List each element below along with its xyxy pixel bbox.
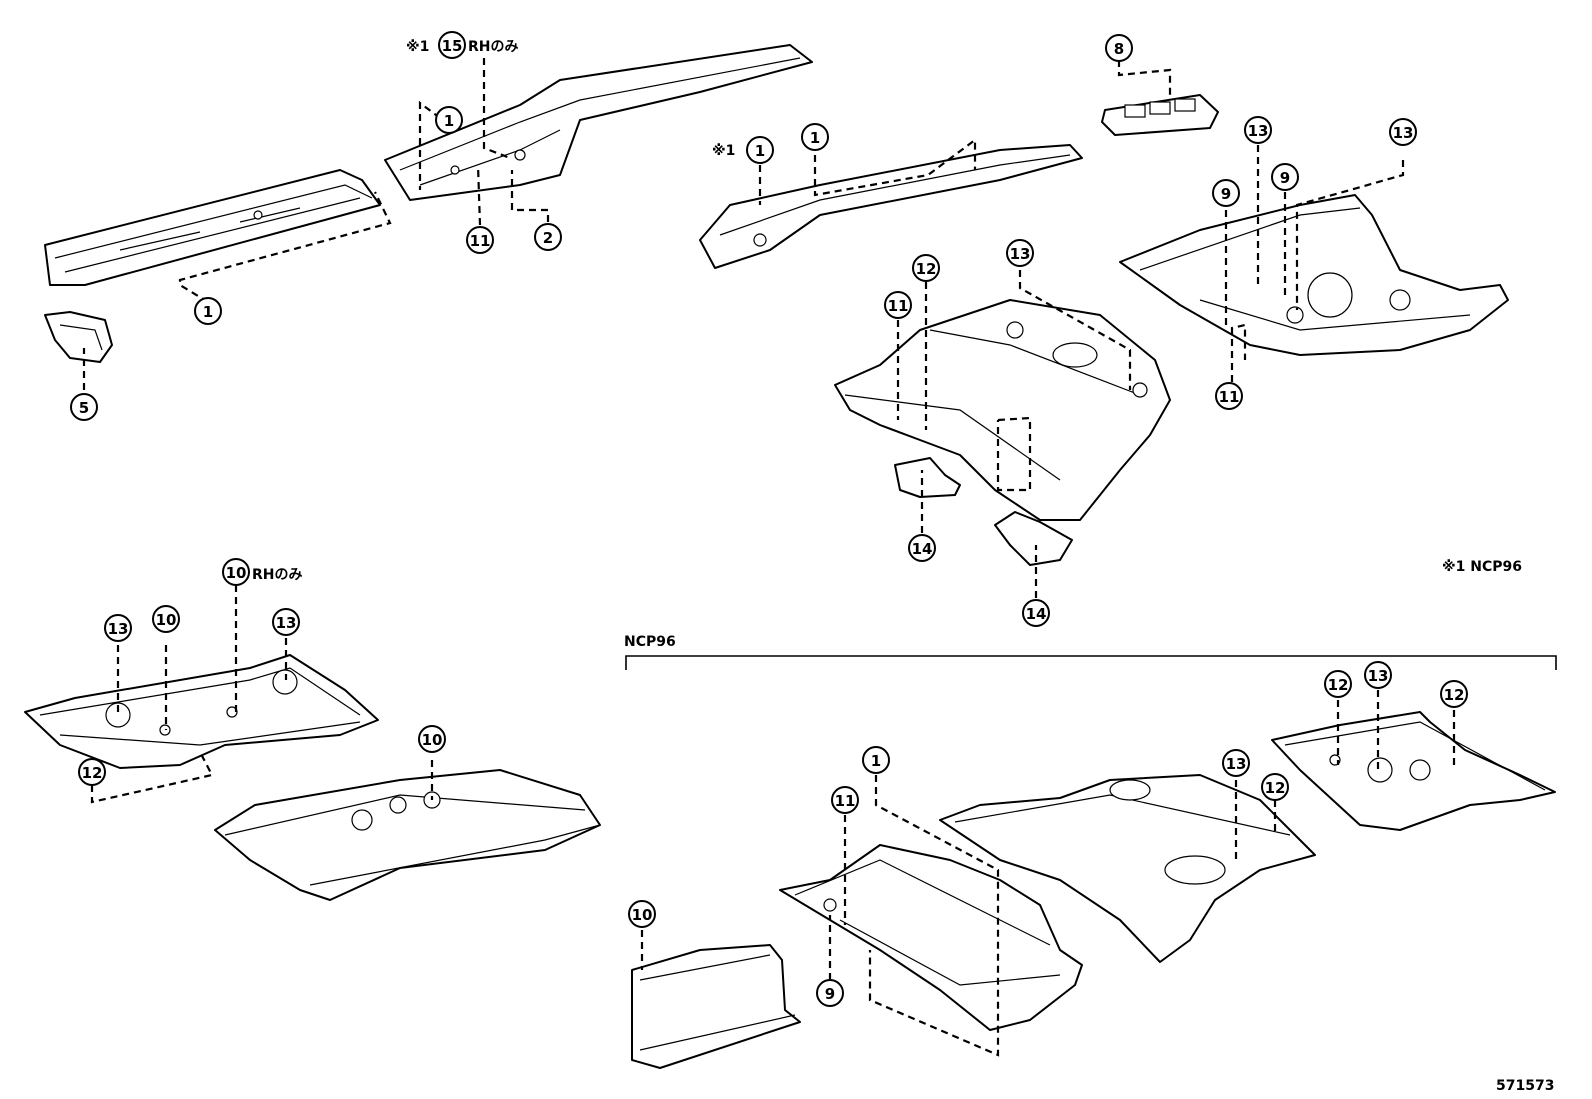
callout-10: 10 [222,558,250,586]
note-ncp96-footnote: ※1 NCP96 [1442,559,1522,575]
callout-13: 13 [1364,661,1392,689]
callout-1: 1 [435,106,463,134]
callout-10: 10 [418,725,446,753]
svg-text:13: 13 [276,614,297,632]
part-bracket-5 [44,311,113,363]
svg-text:15: 15 [442,37,463,55]
svg-text:11: 11 [888,297,909,315]
part-front-floor-pan [834,299,1171,521]
callout-13: 13 [104,614,132,642]
callout-14: 14 [908,534,936,562]
svg-text:9: 9 [1280,169,1290,187]
svg-text:9: 9 [825,985,835,1003]
part-bracket-14a [894,457,961,498]
part-rear-rail-assembly [384,44,813,201]
part-ncp96-crossmember [779,844,1083,1031]
part-side-member-left [44,169,381,286]
callout-9: 9 [1271,163,1299,191]
callout-13: 13 [272,608,300,636]
part-lower-floor-10 [214,769,601,901]
callout-13: 13 [1222,749,1250,777]
part-ncp96-floor-10 [631,944,801,1069]
note-rh-only: RHのみ [468,39,519,55]
svg-text:10: 10 [226,564,247,582]
svg-text:10: 10 [632,906,653,924]
part-lower-floor-pan-left [24,654,379,769]
callout-10: 10 [152,605,180,633]
callout-14: 14 [1022,599,1050,627]
part-rear-floor-pan [1119,194,1509,356]
callout-5: 5 [70,393,98,421]
svg-text:12: 12 [82,764,103,782]
callout-13: 13 [1244,116,1272,144]
svg-text:1: 1 [871,752,881,770]
svg-text:14: 14 [1026,605,1047,623]
note-star1-prefix: ※1 [712,143,735,159]
note-star1-prefix: ※1 [406,39,429,55]
svg-text:12: 12 [1328,676,1349,694]
callout-9: 9 [1212,179,1240,207]
svg-text:13: 13 [1368,667,1389,685]
callout-11: 11 [831,786,859,814]
svg-text:11: 11 [835,792,856,810]
callout-13: 13 [1389,118,1417,146]
svg-text:10: 10 [156,611,177,629]
svg-text:9: 9 [1221,185,1231,203]
callout-15: 15 [438,31,466,59]
callout-12: 12 [78,758,106,786]
callout-2: 2 [534,223,562,251]
part-reinforcement-8 [1101,94,1219,136]
callout-1: 1 [194,297,222,325]
part-floor-side-member [699,144,1083,269]
svg-text:13: 13 [1393,124,1414,142]
callout-12: 12 [1324,670,1352,698]
svg-text:11: 11 [1219,388,1240,406]
svg-text:1: 1 [810,129,820,147]
svg-text:13: 13 [1248,122,1269,140]
callout-9: 9 [816,979,844,1007]
svg-text:11: 11 [470,232,491,250]
callout-10: 10 [628,900,656,928]
svg-text:2: 2 [543,229,553,247]
svg-text:13: 13 [108,620,129,638]
svg-text:10: 10 [422,731,443,749]
svg-text:1: 1 [203,303,213,321]
svg-text:12: 12 [916,260,937,278]
callout-11: 11 [884,291,912,319]
illustration-id: 571573 [1496,1078,1554,1094]
leader-lines [82,58,1456,1057]
callout-11: 11 [1215,382,1243,410]
callout-12: 12 [1261,773,1289,801]
part-ncp96-rear-floor [1271,711,1556,831]
callout-11: 11 [466,226,494,254]
ncp96-group-bracket [625,655,1557,670]
callout-8: 8 [1105,34,1133,62]
callout-12: 12 [912,254,940,282]
callout-1: 1 [862,746,890,774]
ncp96-group-label: NCP96 [624,634,676,650]
note-rh-only: RHのみ [252,567,303,583]
svg-text:14: 14 [912,540,933,558]
svg-text:13: 13 [1010,245,1031,263]
callout-13: 13 [1006,239,1034,267]
svg-text:8: 8 [1114,40,1124,58]
svg-text:1: 1 [444,112,454,130]
callout-1: 1 [801,123,829,151]
svg-text:12: 12 [1265,779,1286,797]
svg-text:12: 12 [1444,686,1465,704]
svg-text:1: 1 [755,142,765,160]
part-bracket-14b [994,511,1073,566]
svg-text:13: 13 [1226,755,1247,773]
svg-text:5: 5 [79,399,89,417]
part-ncp96-front-floor [939,774,1316,963]
callout-12: 12 [1440,680,1468,708]
callout-1: 1 [746,136,774,164]
